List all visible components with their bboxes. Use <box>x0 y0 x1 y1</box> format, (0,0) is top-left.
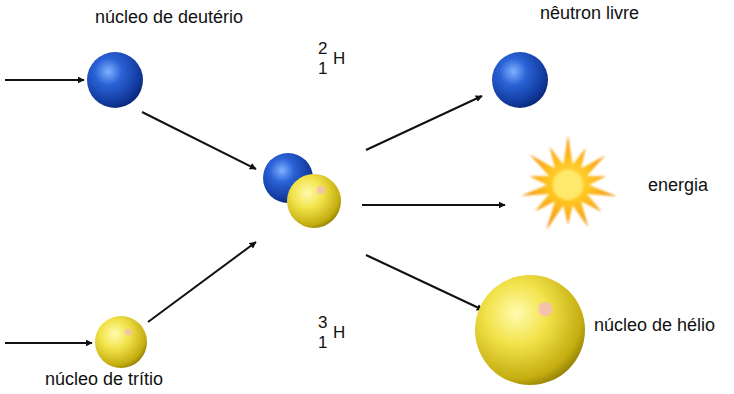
arrow <box>142 112 256 169</box>
arrow <box>362 204 505 206</box>
sphere-shape <box>475 275 585 385</box>
deuterium-nucleus: núcleo de deutério <box>87 52 143 108</box>
tritium-sphere <box>287 174 341 228</box>
arrow <box>148 242 256 322</box>
isotope-notation: 2 <box>318 40 327 59</box>
sphere <box>87 52 143 108</box>
arrow <box>5 79 84 81</box>
isotope-notation: H <box>333 50 345 69</box>
isotope-notation: H <box>333 324 345 343</box>
sphere <box>475 275 585 385</box>
isotope-notation: 1 <box>318 334 327 353</box>
sphere-shape <box>492 52 548 108</box>
energy-burst: energia <box>518 135 618 235</box>
node-label: núcleo de trítio <box>45 370 163 390</box>
star-core <box>553 170 583 200</box>
sphere-highlight <box>538 302 552 316</box>
free-neutron: nêutron livre <box>492 52 548 108</box>
node-label: núcleo de hélio <box>594 316 715 336</box>
sphere <box>95 316 147 368</box>
sphere-highlight <box>125 329 132 336</box>
isotope-notation: 3 <box>318 314 327 333</box>
sphere <box>492 52 548 108</box>
node-label: energia <box>648 176 708 196</box>
star-shape <box>518 135 618 235</box>
fusing-nuclei <box>263 153 341 228</box>
reaction-arrows <box>5 80 505 343</box>
isotope-notation: 1 <box>318 60 327 79</box>
helium-nucleus: núcleo de hélio <box>475 275 585 385</box>
star-burst <box>521 135 617 230</box>
sphere-shape <box>95 316 147 368</box>
arrow <box>5 342 92 344</box>
node-label: nêutron livre <box>540 4 639 24</box>
sphere-highlight <box>317 186 325 194</box>
sphere-shape <box>87 52 143 108</box>
arrow <box>366 96 482 150</box>
tritium-nucleus: núcleo de trítio <box>95 316 147 368</box>
arrow <box>366 255 483 310</box>
node-label: núcleo de deutério <box>95 8 243 28</box>
